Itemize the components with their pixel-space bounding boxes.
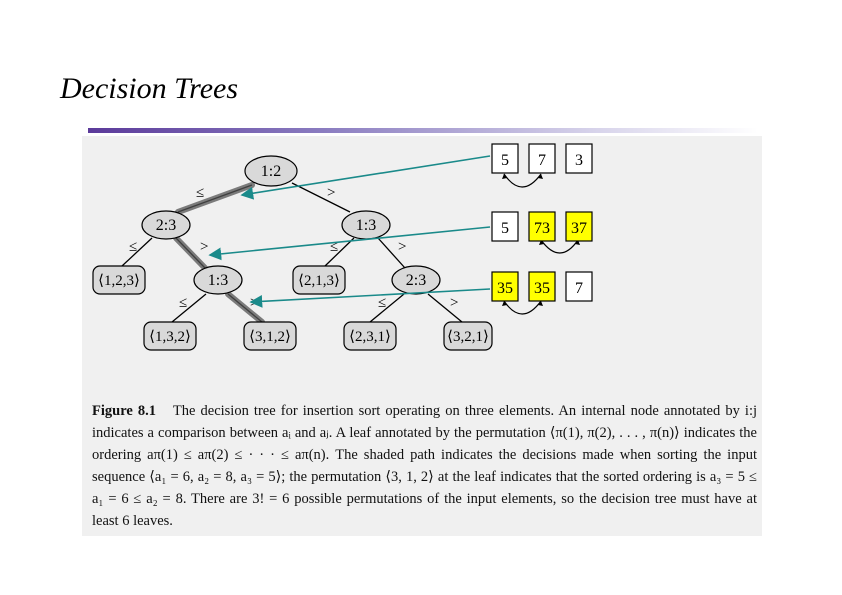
node-1-3-mid — [193, 265, 243, 295]
shaded-path-1 — [175, 182, 255, 215]
swap-arc-1 — [503, 173, 542, 188]
node-label: 1:2 — [261, 163, 281, 180]
edge-root-n13a — [291, 182, 351, 213]
array-value: 7 — [538, 152, 546, 169]
leaf-box — [443, 321, 493, 351]
edge-label-gt: > — [450, 295, 458, 311]
edge-n23b-leaf321 — [427, 293, 463, 323]
edge-n13b-leaf132 — [171, 293, 207, 323]
node-label: 1:3 — [356, 217, 376, 234]
node-label: 2:3 — [406, 272, 426, 289]
leaf-label: ⟨1,3,2⟩ — [149, 329, 191, 345]
leaf-box — [92, 265, 146, 295]
caption-text: The decision tree for insertion sort ope… — [92, 403, 758, 529]
node-2-3-left — [141, 210, 191, 240]
array-cell-highlighted — [565, 211, 593, 242]
array-value: 73 — [534, 220, 550, 237]
array-value: 5 — [501, 220, 509, 237]
array-cell-highlighted — [528, 211, 556, 242]
array-cell — [528, 143, 556, 174]
edge-label-gt: > — [398, 239, 406, 255]
leaf-box — [143, 321, 197, 351]
edge-label-le: ≤ — [378, 295, 386, 311]
array-value: 35 — [497, 280, 513, 297]
figure-label: Figure 8.1 — [92, 403, 157, 419]
title-divider — [88, 128, 758, 133]
pointer-arrow-2 — [208, 226, 491, 261]
leaf-box — [292, 265, 346, 295]
edge-n23b-leaf231 — [369, 293, 405, 323]
node-2-3-right — [391, 265, 441, 295]
swap-arc-3 — [503, 300, 542, 315]
array-value: 7 — [575, 280, 583, 297]
array-value: 3 — [575, 152, 583, 169]
edge-label-le: ≤ — [330, 239, 338, 255]
edge-n13a-n23b — [377, 237, 406, 269]
leaf-label: ⟨3,2,1⟩ — [447, 329, 489, 345]
array-value: 37 — [571, 220, 587, 237]
array-cell-highlighted — [528, 271, 556, 302]
array-cell — [491, 211, 519, 242]
leaf-label: ⟨3,1,2⟩ — [249, 329, 291, 345]
shaded-path-3 — [225, 291, 265, 325]
slide-title: Decision Trees — [60, 72, 239, 105]
node-1-2 — [244, 155, 298, 187]
array-value: 35 — [534, 280, 550, 297]
edge-label-gt: > — [200, 239, 208, 255]
swap-arc-2 — [540, 239, 579, 254]
edge-label-le: ≤ — [129, 239, 137, 255]
figure-caption: Figure 8.1 The decision tree for inserti… — [92, 400, 757, 532]
edge-label-gt: > — [250, 295, 258, 311]
pointer-arrow-1 — [240, 155, 491, 200]
shaded-path-2 — [173, 235, 208, 271]
node-label: 1:3 — [208, 272, 228, 289]
array-cell-highlighted — [491, 271, 519, 302]
edge-n23a-leaf123 — [121, 237, 153, 267]
edge-label-gt: > — [327, 185, 335, 201]
edge-label-le: ≤ — [179, 295, 187, 311]
array-cell — [565, 271, 593, 302]
leaf-box — [243, 321, 297, 351]
array-cell — [565, 143, 593, 174]
leaf-label: ⟨2,3,1⟩ — [349, 329, 391, 345]
array-value: 5 — [501, 152, 509, 169]
array-cell — [491, 143, 519, 174]
edge-label-le: ≤ — [196, 185, 204, 201]
node-label: 2:3 — [156, 217, 176, 234]
leaf-label: ⟨2,1,3⟩ — [298, 273, 340, 289]
edge-n13a-leaf213 — [324, 237, 355, 267]
leaf-box — [343, 321, 397, 351]
pointer-arrow-3 — [249, 288, 491, 308]
leaf-label: ⟨1,2,3⟩ — [98, 273, 140, 289]
